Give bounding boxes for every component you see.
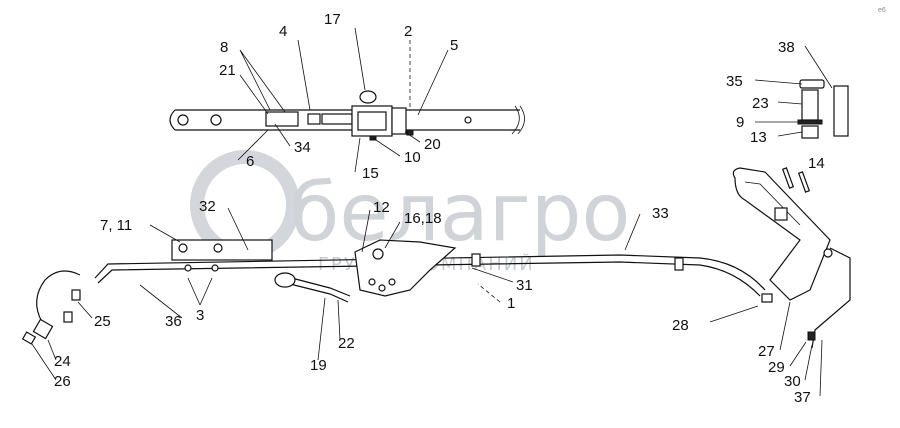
callout-28: 28 [672, 317, 689, 334]
callout-4: 4 [279, 23, 287, 40]
pins-14 [781, 167, 811, 193]
callout-31: 31 [516, 277, 533, 294]
callout-22: 22 [338, 335, 355, 352]
lever-eye [359, 90, 377, 104]
callout-23: 23 [752, 95, 769, 112]
rod-end [274, 272, 296, 288]
callout-20: 20 [424, 136, 441, 153]
callout-26: 26 [54, 373, 71, 390]
leader-lines [31, 27, 833, 397]
hose-36 [36, 270, 81, 323]
lever-handle [732, 167, 831, 301]
callout-29: 29 [768, 359, 785, 376]
callout-9: 9 [736, 114, 744, 131]
clamp-bracket [265, 111, 299, 127]
frame-hole [464, 116, 472, 124]
callout-27: 27 [758, 343, 775, 360]
callout-14: 14 [808, 155, 825, 172]
callout-7-11: 7, 11 [100, 217, 132, 234]
spring-rod-22 [279, 274, 351, 297]
callout-16-18: 16,18 [404, 210, 442, 227]
frame-hole [210, 114, 222, 126]
callout-5: 5 [450, 37, 458, 54]
callout-38: 38 [778, 39, 795, 56]
callout-25: 25 [94, 313, 111, 330]
frame-left-end [169, 109, 176, 131]
callout-32: 32 [199, 198, 216, 215]
cable-37 [811, 247, 851, 349]
callout-30: 30 [784, 373, 801, 390]
callout-8: 8 [220, 39, 228, 56]
main-rod-assembly [94, 239, 766, 303]
callout-34: 34 [294, 139, 311, 156]
callout-2: 2 [404, 23, 412, 40]
cylinder-38 [833, 85, 849, 137]
sleeve-23 [801, 89, 819, 121]
hose-loop [21, 270, 81, 345]
callout-24: 24 [54, 353, 71, 370]
callout-12: 12 [373, 199, 390, 216]
watermark-brand: белагро [290, 166, 630, 259]
callout-10: 10 [404, 149, 421, 166]
brake-pipe-33 [94, 254, 766, 291]
callout-13: 13 [750, 129, 767, 146]
callout-labels: 17 4 2 5 8 21 34 20 10 6 15 38 35 23 9 1… [54, 11, 825, 406]
upper-frame-view [169, 90, 525, 141]
callout-1: 1 [507, 295, 515, 312]
callout-19: 19 [310, 357, 327, 374]
frame-beam [175, 109, 520, 131]
fitting-35 [799, 79, 825, 89]
callout-36: 36 [165, 313, 182, 330]
callout-33: 33 [652, 205, 669, 222]
nut-13 [801, 125, 819, 139]
coupling-24 [32, 318, 54, 340]
frame-hole [177, 114, 189, 126]
callout-35: 35 [726, 73, 743, 90]
callout-6: 6 [246, 153, 254, 170]
callout-21: 21 [219, 62, 236, 79]
callout-37: 37 [794, 389, 811, 406]
frame-break-line [511, 105, 520, 135]
valve-detail [797, 79, 849, 139]
corner-mark: e6 [878, 7, 886, 14]
callout-15: 15 [362, 165, 379, 182]
washer-9 [797, 119, 823, 125]
callout-17: 17 [324, 11, 341, 28]
hand-lever [732, 167, 851, 349]
callout-3: 3 [196, 307, 204, 324]
